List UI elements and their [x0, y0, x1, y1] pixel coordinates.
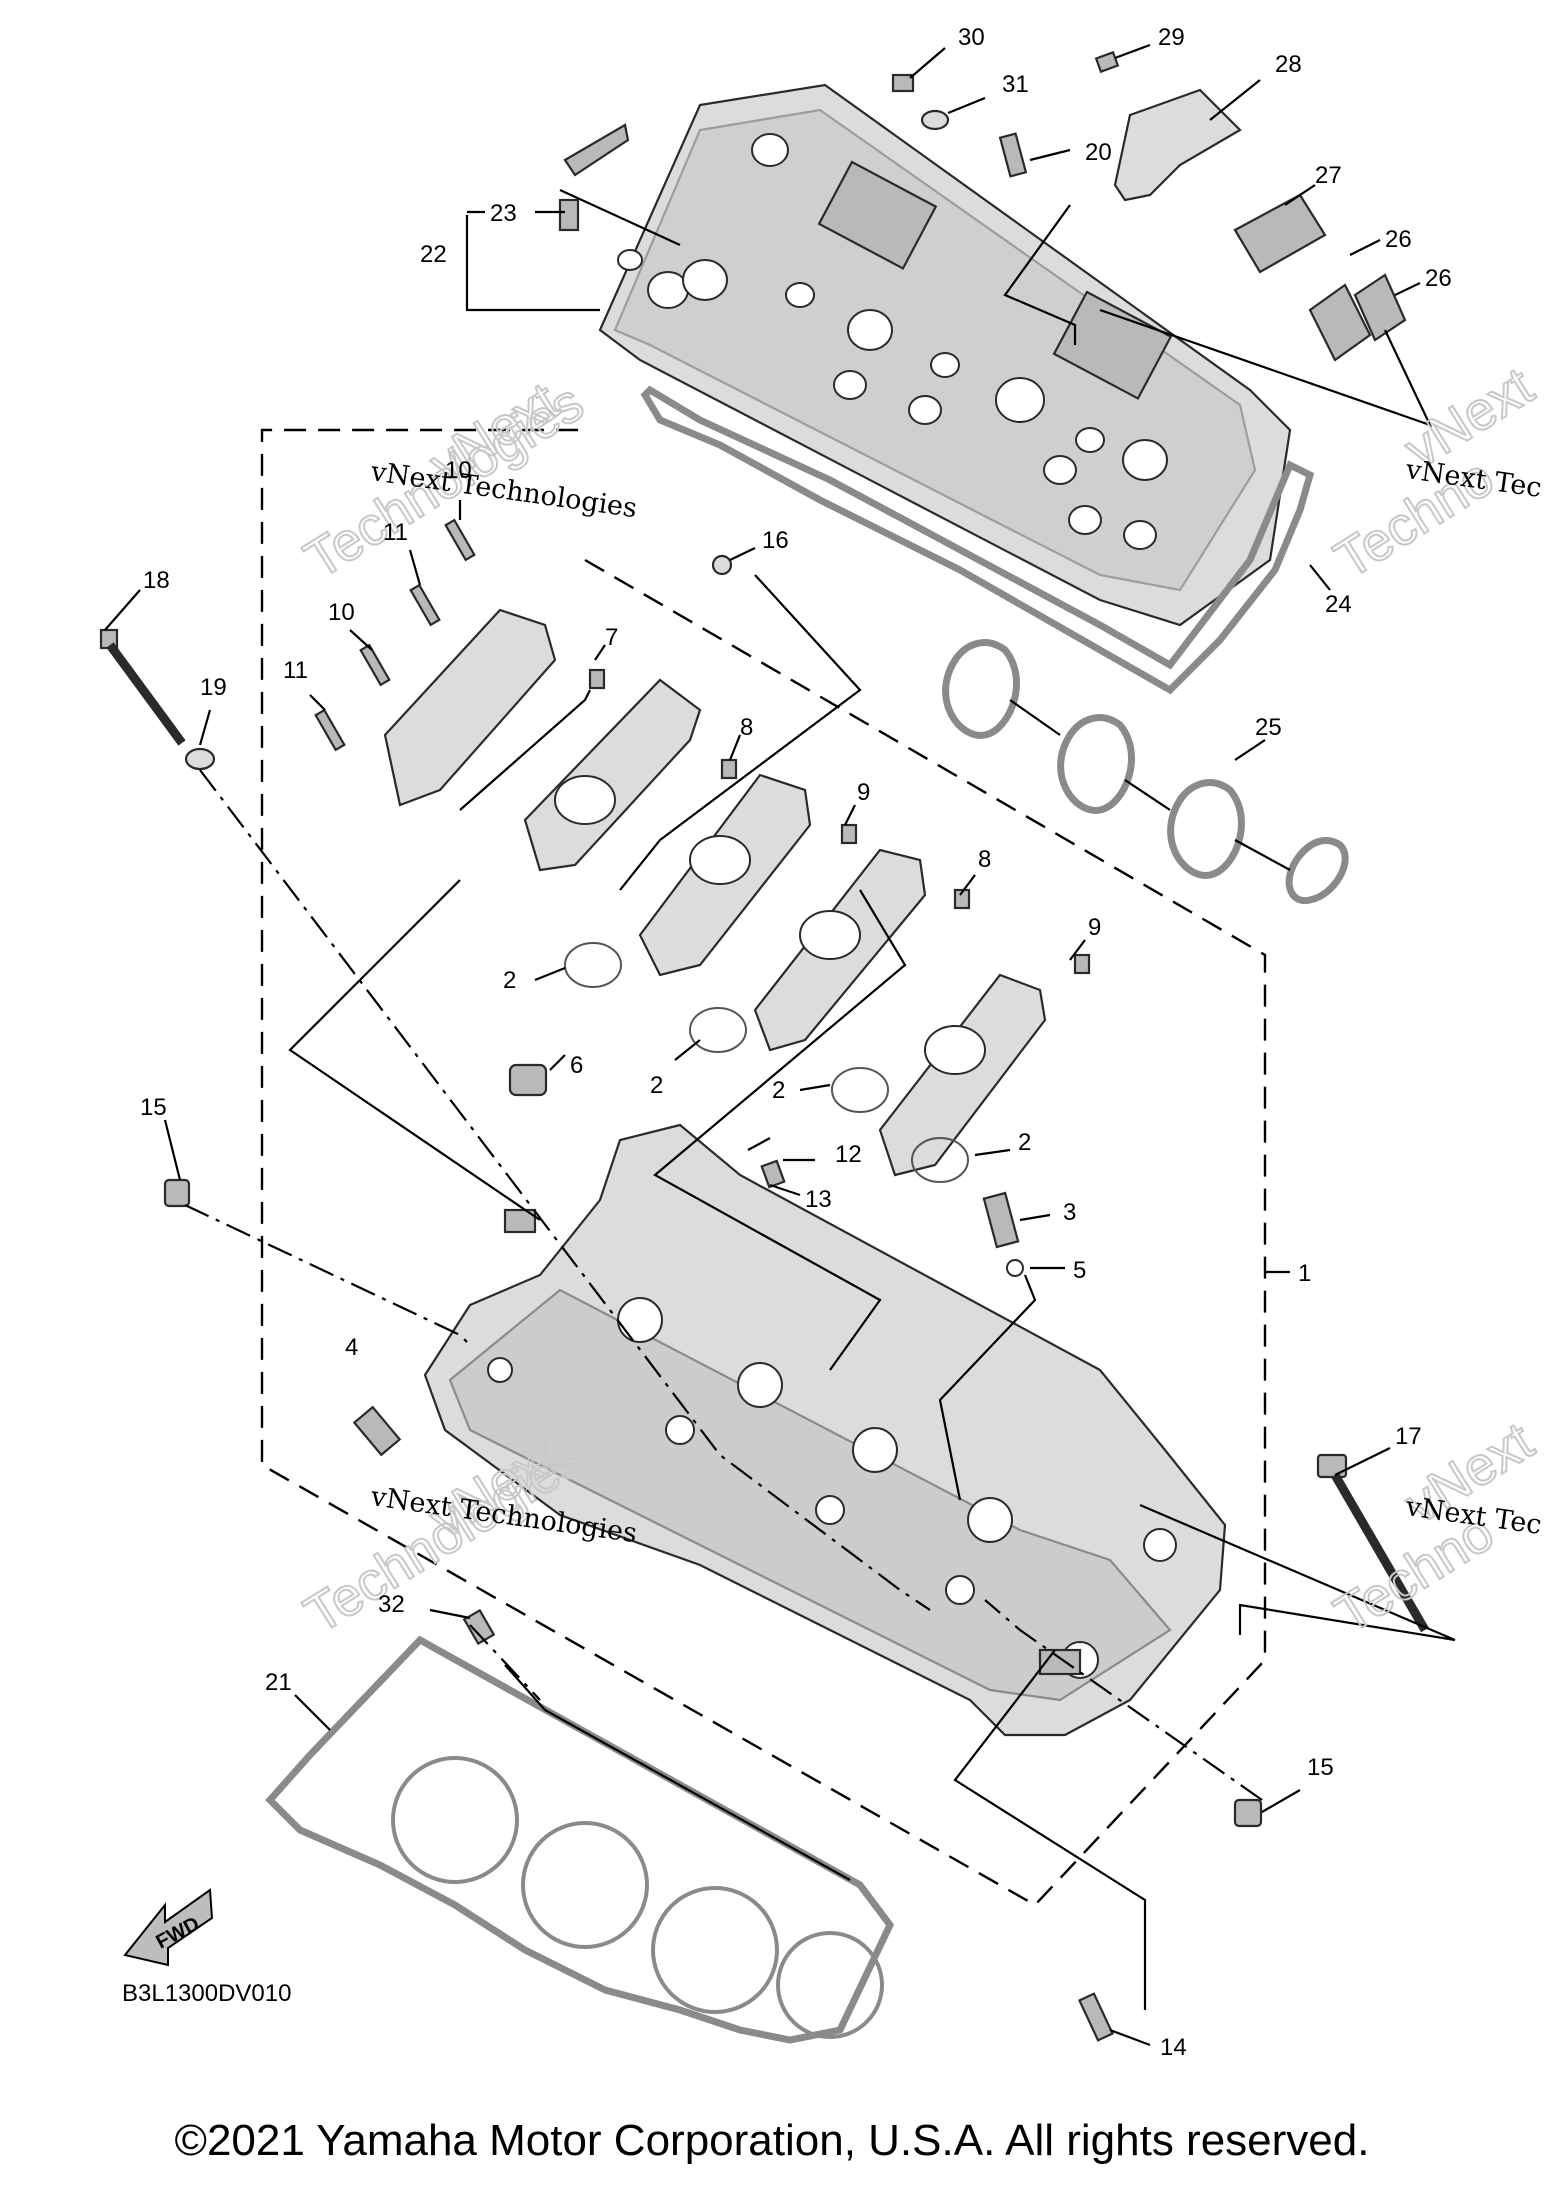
- cylinder-head: [423, 1123, 1227, 1737]
- callout-2b: 2: [650, 1072, 663, 1099]
- callout-4: 4: [345, 1334, 358, 1361]
- callout-18: 18: [143, 567, 170, 594]
- callout-17: 17: [1395, 1423, 1422, 1450]
- callout-2a: 2: [503, 967, 516, 994]
- diagram-code: B3L1300DV010: [122, 1980, 291, 2007]
- callout-15b: 15: [1307, 1754, 1334, 1781]
- callout-10a: 10: [445, 457, 472, 484]
- callout-9b: 9: [1088, 914, 1101, 941]
- callout-25: 25: [1255, 714, 1282, 741]
- callout-14: 14: [1160, 2034, 1187, 2061]
- alignment-lines: [184, 204, 1456, 2010]
- callout-21: 21: [265, 1669, 292, 1696]
- leader-lines: [104, 43, 1421, 2047]
- callout-3: 3: [1063, 1199, 1076, 1226]
- callout-22: 22: [420, 241, 447, 268]
- callout-10b: 10: [328, 599, 355, 626]
- loose-parts: [99, 554, 1429, 2042]
- valve-cover: [598, 83, 1292, 627]
- callout-29: 29: [1158, 24, 1185, 51]
- callout-11b: 11: [283, 657, 308, 684]
- callout-8b: 8: [978, 846, 991, 873]
- callout-28: 28: [1275, 51, 1302, 78]
- callout-9a: 9: [857, 779, 870, 806]
- camshaft-caps: [314, 518, 1091, 1183]
- callout-19: 19: [200, 674, 227, 701]
- callout-6: 6: [570, 1052, 583, 1079]
- callout-labels: 1 2 2 2 2 3 4 5 6 7 8 8 9 9 10 10 11 11 …: [140, 24, 1452, 2061]
- assembly-boundary: [260, 428, 1267, 1907]
- callout-32: 32: [378, 1591, 405, 1618]
- callout-12: 12: [835, 1141, 862, 1168]
- head-gasket: [265, 1635, 895, 2044]
- callout-24: 24: [1325, 591, 1352, 618]
- callout-31: 31: [1002, 71, 1029, 98]
- callout-15a: 15: [140, 1094, 167, 1121]
- callout-30: 30: [958, 24, 985, 51]
- callout-26b: 26: [1425, 265, 1452, 292]
- fwd-arrow: FWD: [123, 1888, 214, 1967]
- copyright-notice: ©2021 Yamaha Motor Corporation, U.S.A. A…: [174, 2116, 1370, 2165]
- callout-20: 20: [1085, 139, 1112, 166]
- callout-27: 27: [1315, 162, 1342, 189]
- callout-2c: 2: [772, 1077, 785, 1104]
- callout-16: 16: [762, 527, 789, 554]
- callout-2d: 2: [1018, 1129, 1031, 1156]
- valve-cover-gasket: [640, 385, 1315, 695]
- cover-small-parts: [558, 50, 1407, 362]
- callout-26a: 26: [1385, 226, 1412, 253]
- callout-23: 23: [490, 200, 517, 227]
- callout-1: 1: [1298, 1260, 1311, 1287]
- callout-7: 7: [605, 624, 618, 651]
- callout-8a: 8: [740, 714, 753, 741]
- plug-seals: [942, 639, 1349, 905]
- callout-11a: 11: [383, 519, 408, 546]
- callout-13: 13: [805, 1186, 832, 1213]
- callout-5: 5: [1073, 1257, 1086, 1284]
